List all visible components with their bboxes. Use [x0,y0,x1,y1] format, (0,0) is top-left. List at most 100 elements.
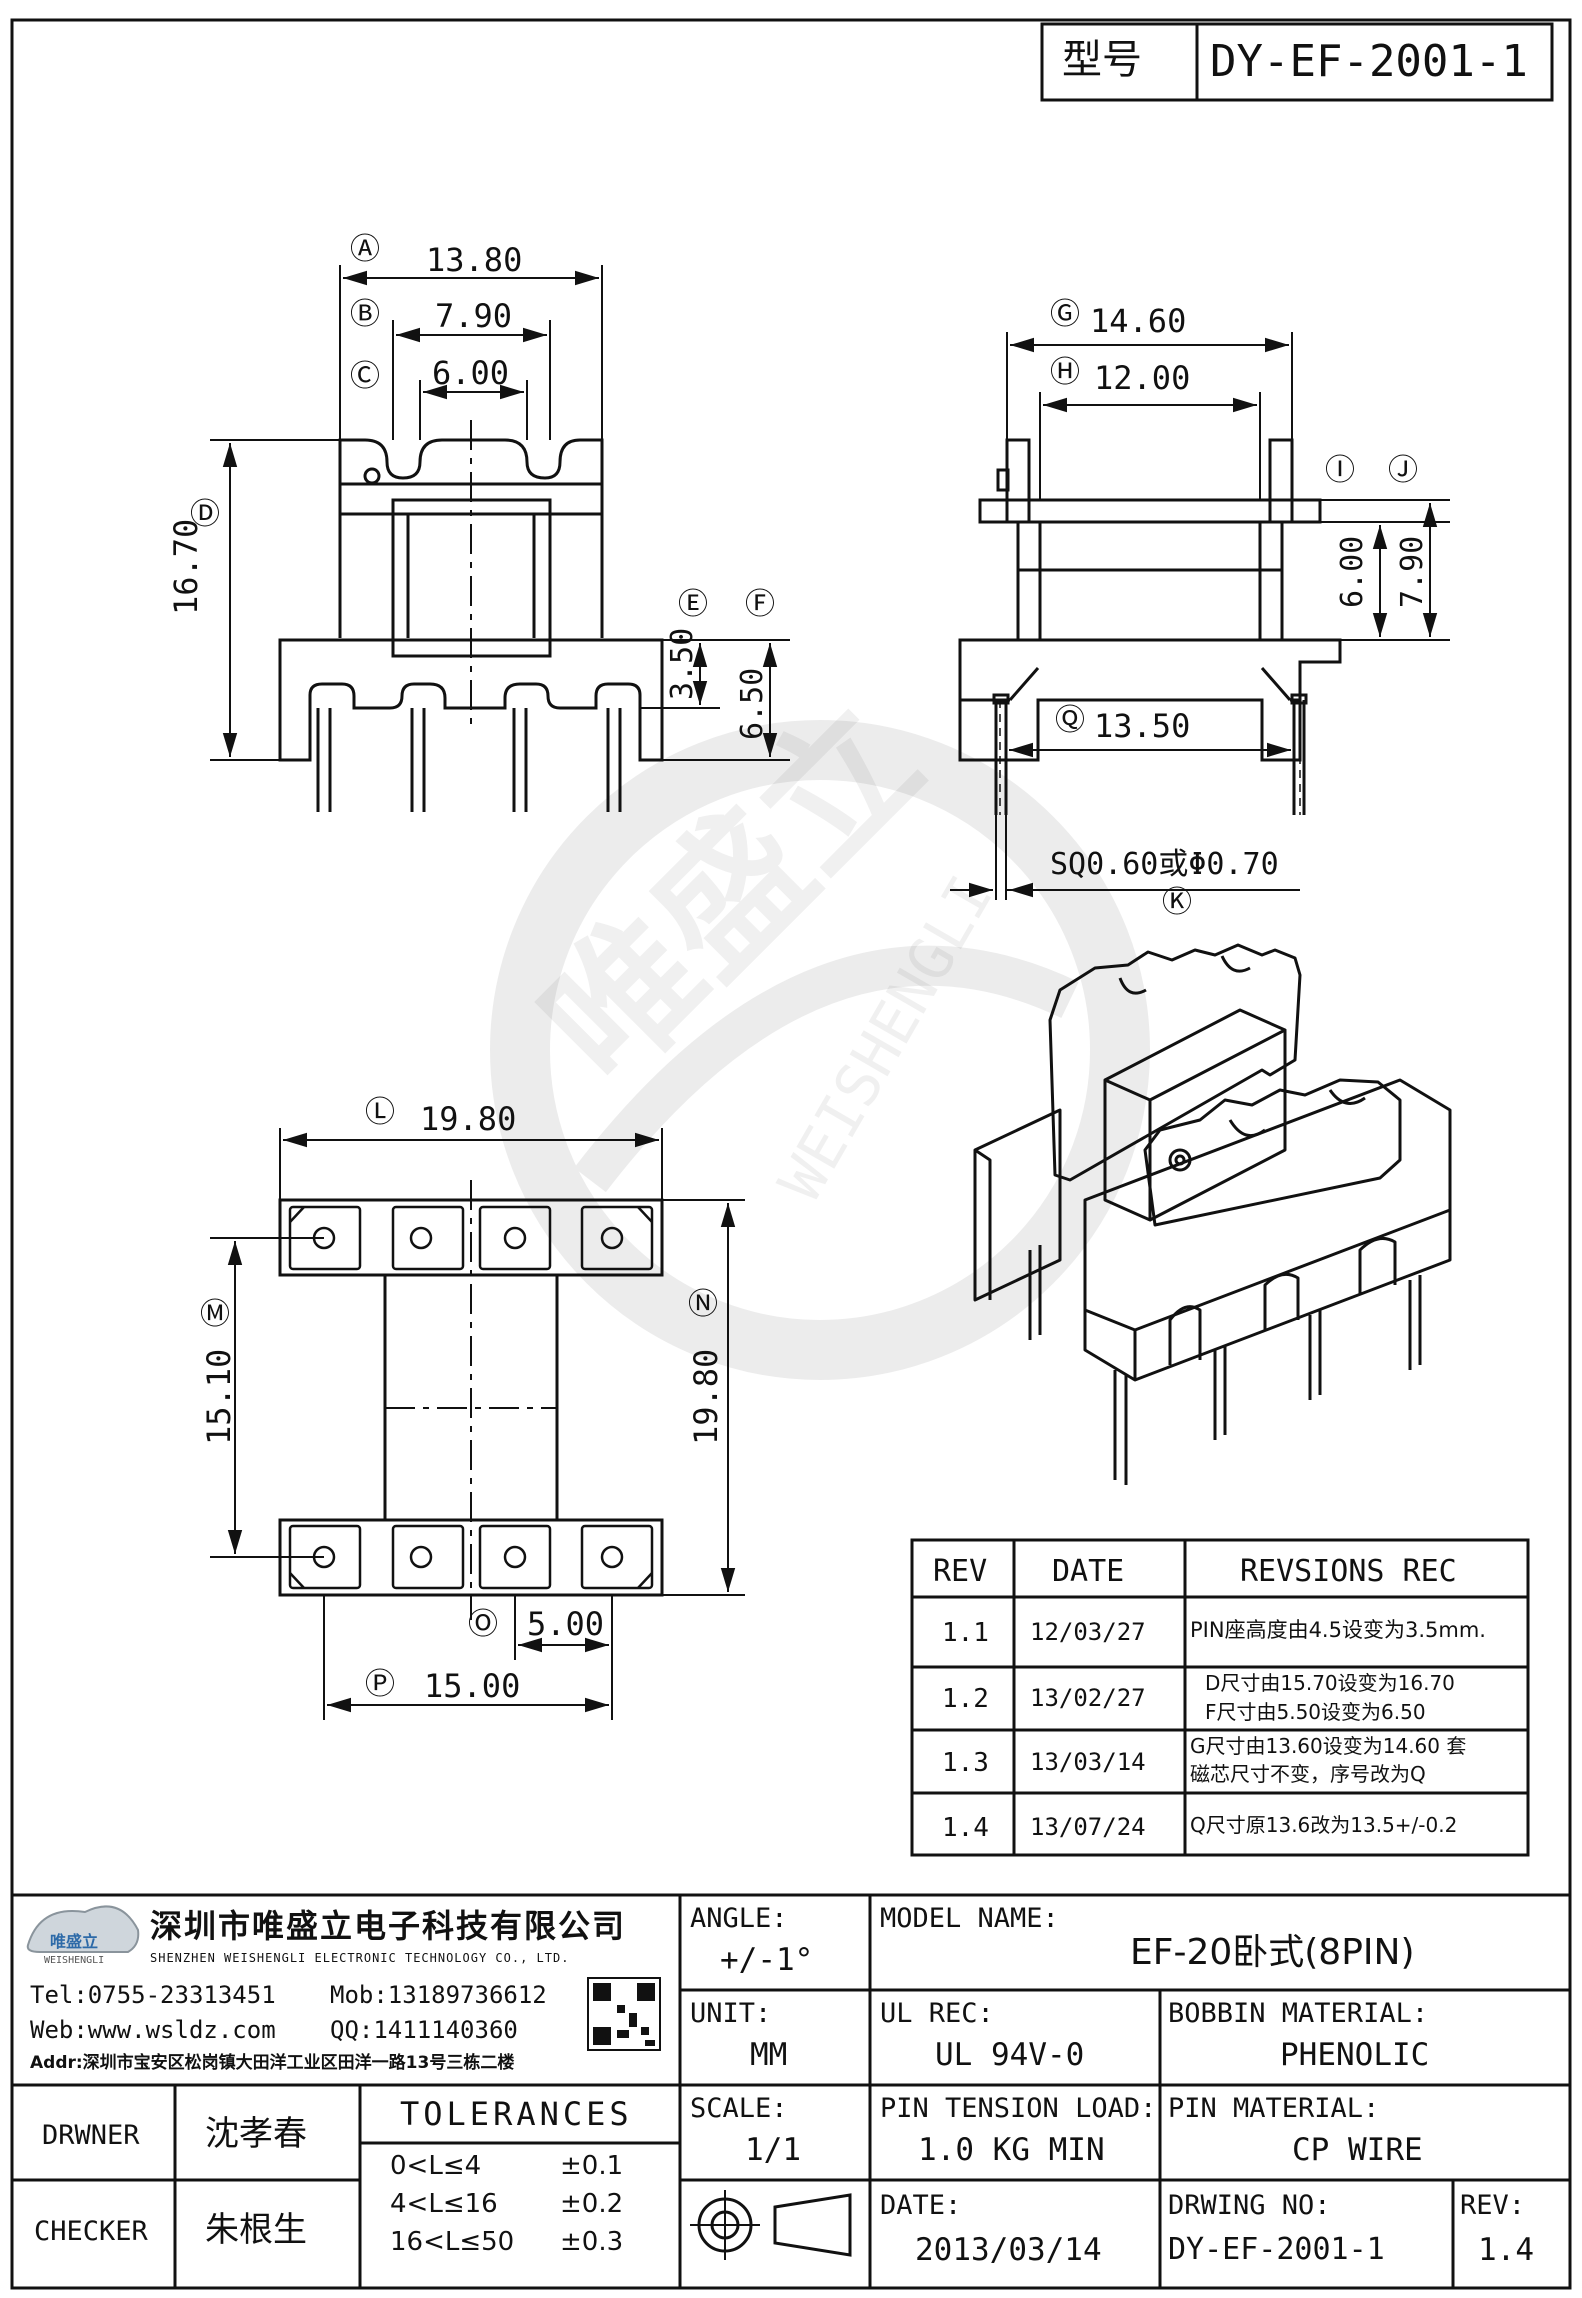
checker-label: CHECKER [34,2216,148,2247]
dim-d: 16.70 [167,518,205,615]
dim-l: 19.80 [420,1100,517,1138]
pin-material-label: PIN MATERIAL: [1168,2093,1380,2124]
rev-value: 1.4 [1478,2232,1534,2268]
scale-value: 1/1 [745,2132,801,2168]
projection-symbol-icon [690,2190,852,2260]
side-dims [950,332,1450,900]
tolerance-range-2: 4<L≤16 [390,2189,498,2219]
scale-label: SCALE: [690,2093,788,2124]
bobbin-material-value: PHENOLIC [1280,2037,1430,2073]
rev-row-2-date: 13/02/27 [1030,1684,1146,1712]
rev-row-3-line-2: 磁芯尺寸不变，序号改为Q [1190,1762,1426,1786]
rev-row-4-date: 13/07/24 [1030,1813,1146,1841]
pin-tension-value: 1.0 KG MIN [918,2132,1105,2168]
rev-row-1-line-1: PIN座高度由4.5设变为3.5mm. [1190,1618,1486,1642]
revision-table-grid [910,1538,1530,1857]
tolerance-value-2: ±0.2 [560,2189,624,2219]
dim-marker-c: Ⓒ [350,359,380,394]
model-label: 型号 [1062,37,1142,83]
isometric-view [973,943,1452,1485]
rev-row-2-line-2: F尺寸由5.50设变为6.50 [1205,1700,1426,1724]
rev-header-rev: REV [933,1554,988,1589]
dim-i: 6.00 [1335,535,1370,608]
title-block-grid [12,1893,1570,2288]
rev-row-1-rev: 1.1 [942,1618,989,1648]
side-view [958,438,1342,815]
company-logo-icon [26,1905,140,1953]
drawer-label: DRWNER [42,2120,140,2151]
company-logo-sub: WEISHENGLI [44,1955,105,1966]
dim-marker-p: Ⓟ [365,1667,395,1702]
tolerance-value-3: ±0.3 [560,2227,624,2257]
front-view [278,420,664,812]
dim-marker-d: Ⓓ [190,497,220,532]
dim-o: 5.00 [527,1605,605,1643]
rev-row-4-rev: 1.4 [942,1813,989,1843]
dim-marker-f: Ⓕ [745,587,775,622]
rev-row-2-rev: 1.2 [942,1684,989,1714]
dim-h: 12.00 [1094,359,1191,397]
dim-b: 7.90 [435,297,513,335]
angle-value: +/-1° [720,1942,814,1978]
rev-label: REV: [1460,2190,1526,2221]
rev-row-2-line-1: D尺寸由15.70设变为16.70 [1205,1671,1455,1695]
date-label: DATE: [880,2190,962,2221]
company-addr: Addr:深圳市宝安区松岗镇大田洋工业区田洋一路13号三栋二楼 [30,2053,515,2073]
drwing-no-value: DY-EF-2001-1 [1168,2232,1385,2267]
rev-row-3-line-1: G尺寸由13.60设变为14.60 套 [1190,1734,1467,1758]
dim-marker-l: Ⓛ [365,1095,395,1130]
dim-marker-o: Ⓞ [468,1607,498,1642]
company-logo-text: 唯盛立 [50,1932,99,1951]
unit-value: MM [750,2037,788,2073]
company-web: Web:www.wsldz.com [30,2016,276,2044]
company-tel: Tel:0755-23313451 [30,1981,276,2009]
dim-e: 3.50 [665,627,700,700]
dim-marker-j: Ⓙ [1388,453,1418,488]
dim-marker-b: Ⓑ [350,297,380,332]
dim-marker-h: Ⓗ [1050,355,1080,390]
rev-row-3-date: 13/03/14 [1030,1748,1146,1776]
drwing-no-label: DRWING NO: [1168,2190,1331,2221]
dim-marker-e: Ⓔ [678,587,708,622]
model-name-label: MODEL NAME: [880,1903,1059,1934]
dim-marker-m: Ⓜ [200,1297,230,1332]
dim-p: 15.00 [424,1667,521,1705]
dim-k: SQ0.60或Φ0.70 [1050,847,1279,882]
rev-row-1-date: 12/03/27 [1030,1618,1146,1646]
dim-j: 7.90 [1395,535,1430,608]
model-number: DY-EF-2001-1 [1210,36,1528,87]
dim-q: 13.50 [1094,707,1191,745]
dim-n: 19.80 [687,1348,725,1445]
ul-rec-label: UL REC: [880,1998,994,2029]
checker-name: 朱根生 [205,2210,307,2250]
pin-material-value: CP WIRE [1292,2132,1423,2168]
bottom-dims [210,1128,745,1720]
dim-marker-n: Ⓝ [688,1287,718,1322]
dim-marker-q: Ⓠ [1055,703,1085,738]
date-value: 2013/03/14 [915,2232,1102,2268]
dim-f: 6.50 [735,667,770,740]
drawer-name: 沈孝春 [205,2114,307,2154]
dim-c: 6.00 [432,354,510,392]
model-name-value: EF-20卧式(8PIN) [1130,1932,1415,1973]
dim-marker-a: Ⓐ [350,232,380,267]
tolerance-value-1: ±0.1 [560,2151,624,2181]
dim-m: 15.10 [200,1348,238,1445]
rev-row-3-rev: 1.3 [942,1748,989,1778]
tolerances-label: TOLERANCES [400,2095,633,2133]
bobbin-material-label: BOBBIN MATERIAL: [1168,1998,1429,2029]
qr-code [587,1977,661,2051]
rev-row-4-line-1: Q尺寸原13.6改为13.5+/-0.2 [1190,1813,1458,1837]
tolerance-range-1: 0<L≤4 [390,2151,482,2181]
bottom-view [278,1180,664,1620]
company-qq: QQ:1411140360 [330,2016,518,2044]
dim-marker-i: Ⓘ [1325,453,1355,488]
model-box [1040,22,1554,102]
front-dims [210,265,790,761]
dim-g: 14.60 [1090,302,1187,340]
tolerance-range-3: 16<L≤50 [390,2227,515,2257]
ul-rec-value: UL 94V-0 [935,2037,1085,2073]
company-name-en: SHENZHEN WEISHENGLI ELECTRONIC TECHNOLOG… [150,1951,570,1965]
